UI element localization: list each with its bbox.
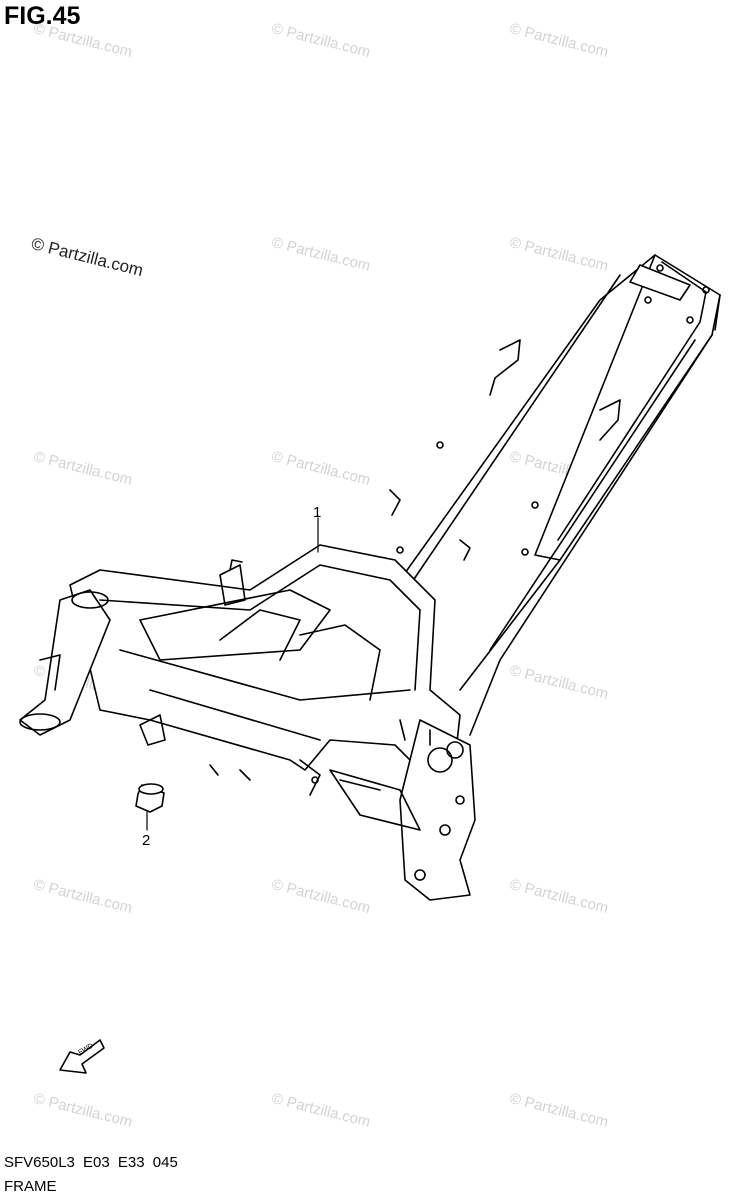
callout-2: 2 bbox=[142, 832, 151, 849]
fwd-arrow-icon bbox=[59, 1039, 105, 1074]
figure-title: FIG.45 bbox=[4, 2, 81, 30]
frame-part-1[interactable] bbox=[19, 254, 721, 901]
model-code: SFV650L3 E03 E33 045 bbox=[4, 1154, 178, 1171]
collar-part-2[interactable] bbox=[135, 783, 165, 831]
callout-1: 1 bbox=[313, 504, 322, 521]
section-name: FRAME bbox=[4, 1178, 57, 1195]
